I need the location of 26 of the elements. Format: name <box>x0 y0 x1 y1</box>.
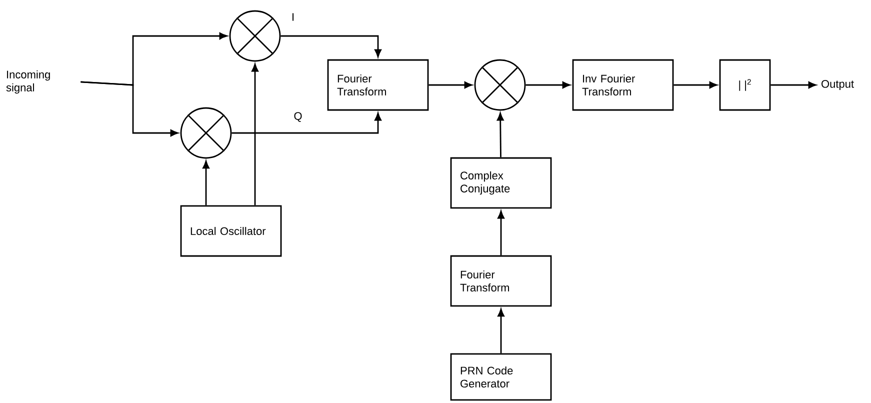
arrow <box>498 308 504 354</box>
signal-label: Incoming signal <box>6 70 50 94</box>
process-box: Local Oscillator <box>180 205 282 257</box>
arrow <box>674 82 718 88</box>
process-box: Inv Fourier Transform <box>572 59 674 111</box>
mixer-circle <box>180 107 232 159</box>
arrow <box>252 64 258 206</box>
signal-label: Output <box>822 80 854 90</box>
arrow <box>80 81 178 136</box>
edge-label: I <box>290 12 296 22</box>
arrow <box>496 112 504 158</box>
arrow <box>202 160 210 206</box>
arrow <box>526 82 570 88</box>
process-box: | |$^{2}$ <box>719 59 771 111</box>
process-box: Fourier Transform <box>327 59 429 111</box>
edge-label: Q <box>292 111 304 123</box>
mixer-circle <box>229 10 281 62</box>
mixer-circle <box>474 59 526 111</box>
arrow <box>280 35 382 58</box>
process-box: PRN Code Generator <box>450 353 552 401</box>
process-box: Complex Conjugate <box>450 157 552 209</box>
arrow <box>498 210 504 256</box>
arrow <box>232 112 382 134</box>
arrow <box>770 82 816 88</box>
arrow <box>428 82 472 88</box>
process-box: Fourier Transform <box>450 255 552 307</box>
